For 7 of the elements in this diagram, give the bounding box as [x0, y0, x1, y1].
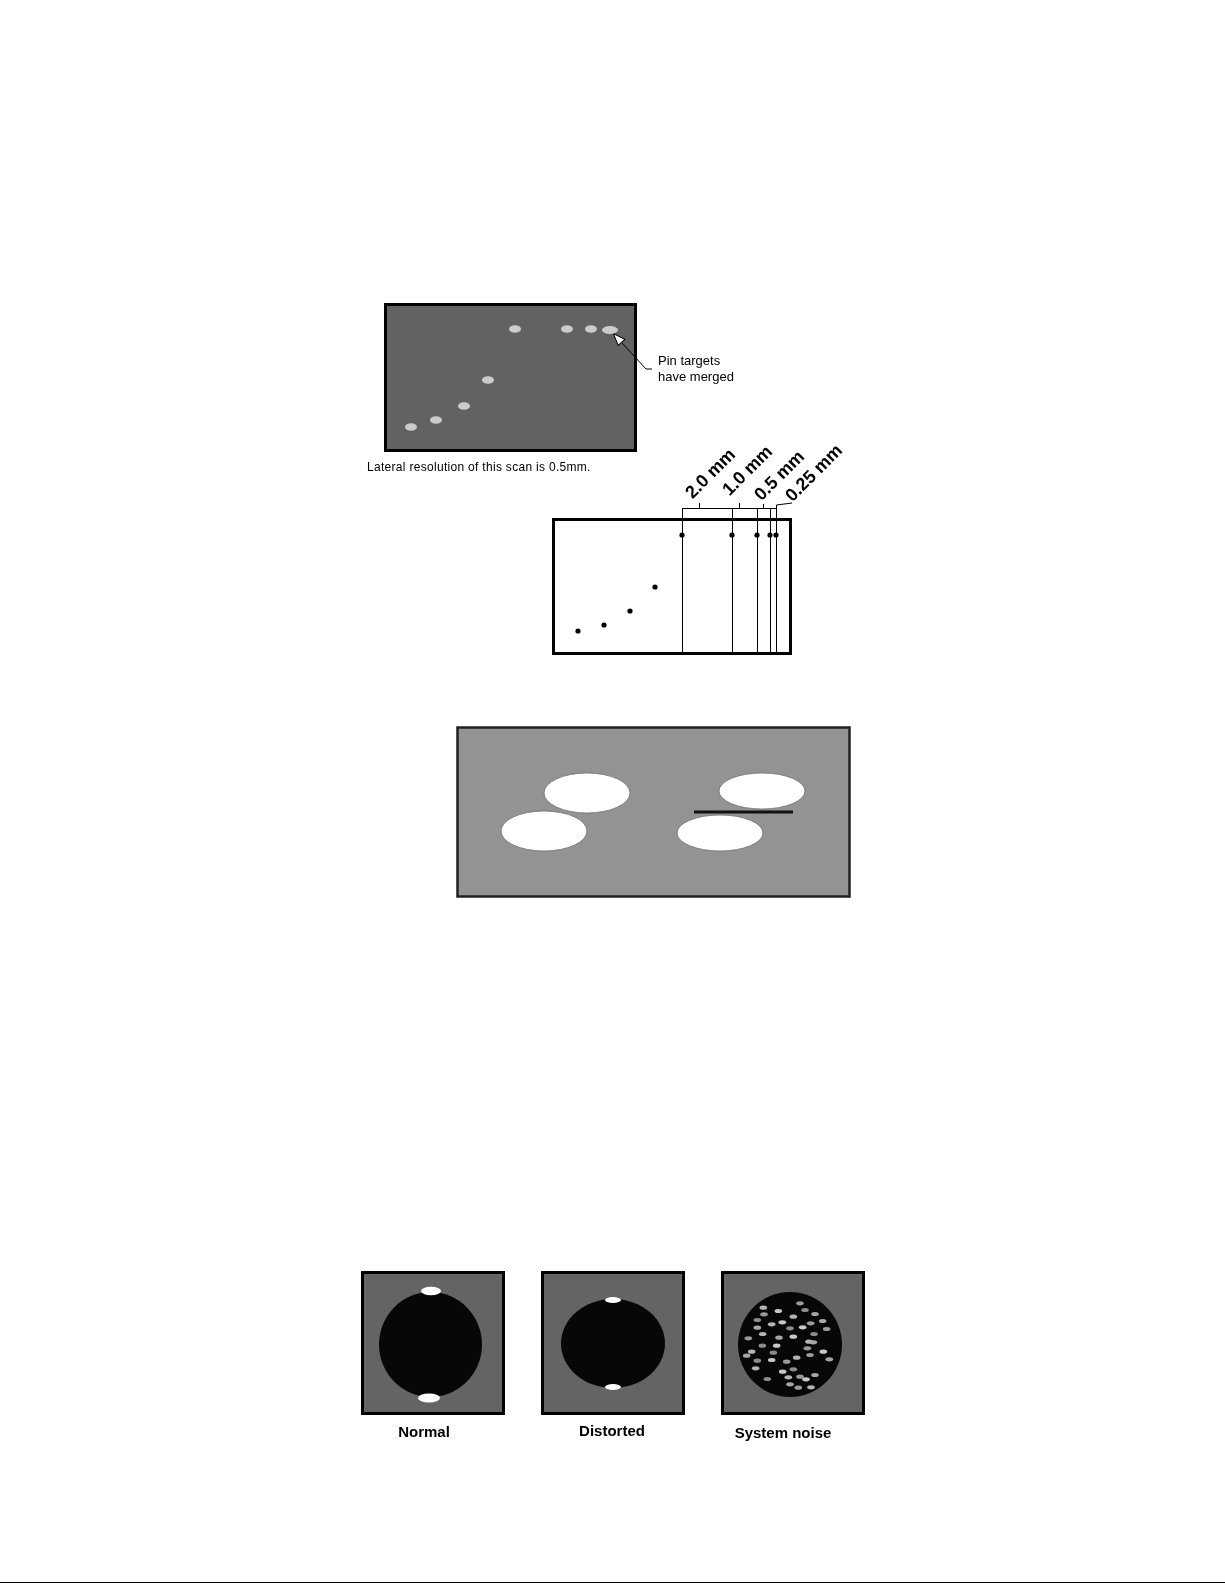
- merged-pin-target: [602, 326, 618, 334]
- panel-caption: Normal: [398, 1423, 450, 1441]
- panel-caption: Distorted: [579, 1422, 645, 1440]
- panel-caption: System noise: [734, 1424, 832, 1442]
- leader-arrow: [612, 333, 653, 370]
- scan-note: Lateral resolution of this scan is 0.5mm.: [367, 459, 591, 475]
- callout-text: Pin targets have merged: [652, 353, 744, 385]
